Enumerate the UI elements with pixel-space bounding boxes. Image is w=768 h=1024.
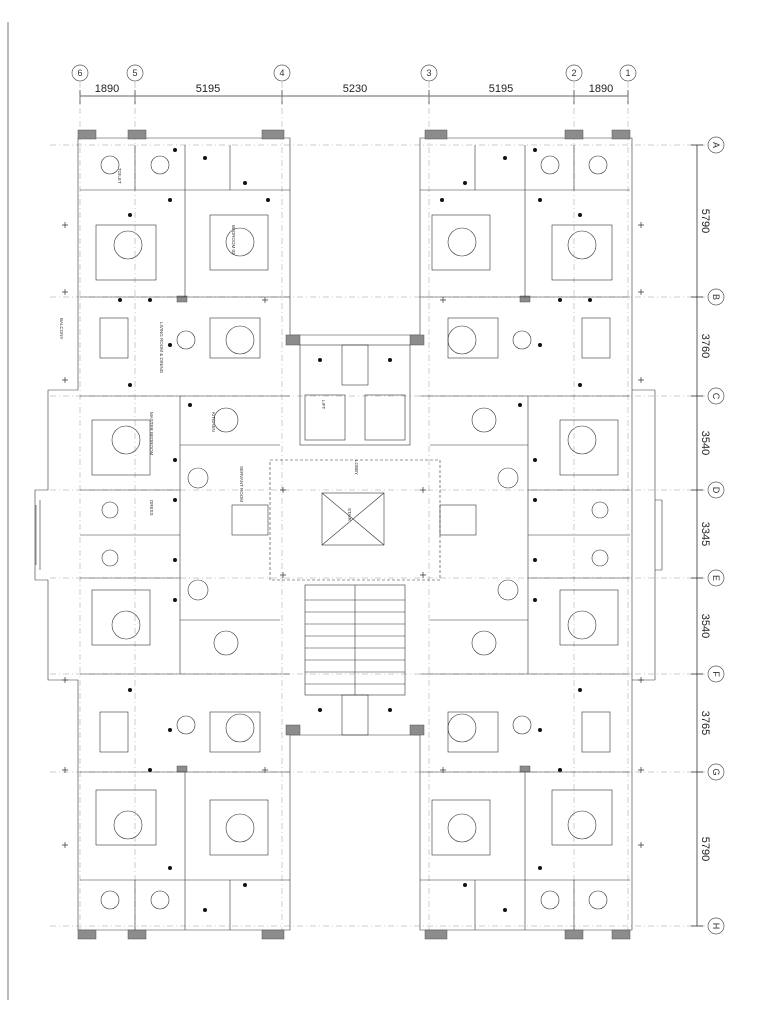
top-dim-5: 1890 xyxy=(589,83,613,95)
vertical-grid-lines xyxy=(79,82,629,940)
grid-row-h: H xyxy=(711,923,721,930)
point-dots xyxy=(118,148,592,912)
grid-col-2: 2 xyxy=(571,68,576,78)
room-label-kitchen: KITCHEN xyxy=(211,412,216,432)
right-dim-5: 3540 xyxy=(699,614,711,638)
grid-col-3: 3 xyxy=(426,68,431,78)
room-labels: TOILET BEDROOM 02 BALCONY LIVING ROOM & … xyxy=(59,168,359,522)
top-dimension-chain: 1890 5195 5230 5195 1890 xyxy=(79,83,629,104)
grid-col-1: 1 xyxy=(625,68,630,78)
column-grid-bubbles: 6 5 4 3 2 1 xyxy=(71,64,637,82)
right-dim-2: 3760 xyxy=(699,334,711,358)
grid-row-a: A xyxy=(711,142,721,148)
furniture-right xyxy=(431,155,619,910)
grid-row-d: D xyxy=(711,487,721,494)
interior-walls-left xyxy=(80,145,290,930)
grid-col-4: 4 xyxy=(279,68,284,78)
top-dim-4: 5195 xyxy=(489,83,513,95)
central-core xyxy=(269,344,441,736)
room-label-servant-room: SERVANT ROOM xyxy=(239,466,244,502)
grid-row-g: G xyxy=(711,768,721,775)
room-label-lift: LIFT xyxy=(321,400,326,410)
top-dim-3: 5230 xyxy=(343,83,367,95)
grid-col-6: 6 xyxy=(77,68,82,78)
grid-row-f: F xyxy=(711,671,721,677)
grid-col-5: 5 xyxy=(132,68,137,78)
row-grid-bubbles: A B C D E F G H xyxy=(707,136,725,935)
room-label-balcony: BALCONY xyxy=(59,318,64,340)
structural-columns xyxy=(77,129,631,940)
room-label-lobby: LOBBY xyxy=(354,460,359,475)
right-dim-1: 5790 xyxy=(699,209,711,233)
grid-row-c: C xyxy=(711,393,721,400)
fixture-marks xyxy=(62,222,644,848)
right-dimension-chain: 5790 3760 3540 3345 3540 3765 5790 xyxy=(691,144,711,927)
top-dim-2: 5195 xyxy=(196,83,220,95)
room-label-living: LIVING ROOM & DINING xyxy=(159,322,164,374)
room-label-stair: STAIR xyxy=(347,508,352,522)
horizontal-grid-lines xyxy=(50,144,705,927)
room-label-dress: DRESS xyxy=(149,500,154,516)
room-label-bedroom-02: BEDROOM 02 xyxy=(231,225,236,255)
room-label-master-bedroom: MASTER BEDROOM xyxy=(149,412,154,456)
top-dim-1: 1890 xyxy=(95,83,119,95)
furniture-left xyxy=(91,155,269,910)
right-dim-7: 5790 xyxy=(699,837,711,861)
right-dim-3: 3540 xyxy=(699,431,711,455)
right-dim-6: 3765 xyxy=(699,711,711,735)
right-dim-4: 3345 xyxy=(699,522,711,546)
room-label-toilet: TOILET xyxy=(117,168,122,184)
grid-row-e: E xyxy=(711,575,721,581)
grid-row-b: B xyxy=(711,294,721,300)
interior-walls-right xyxy=(420,145,630,930)
